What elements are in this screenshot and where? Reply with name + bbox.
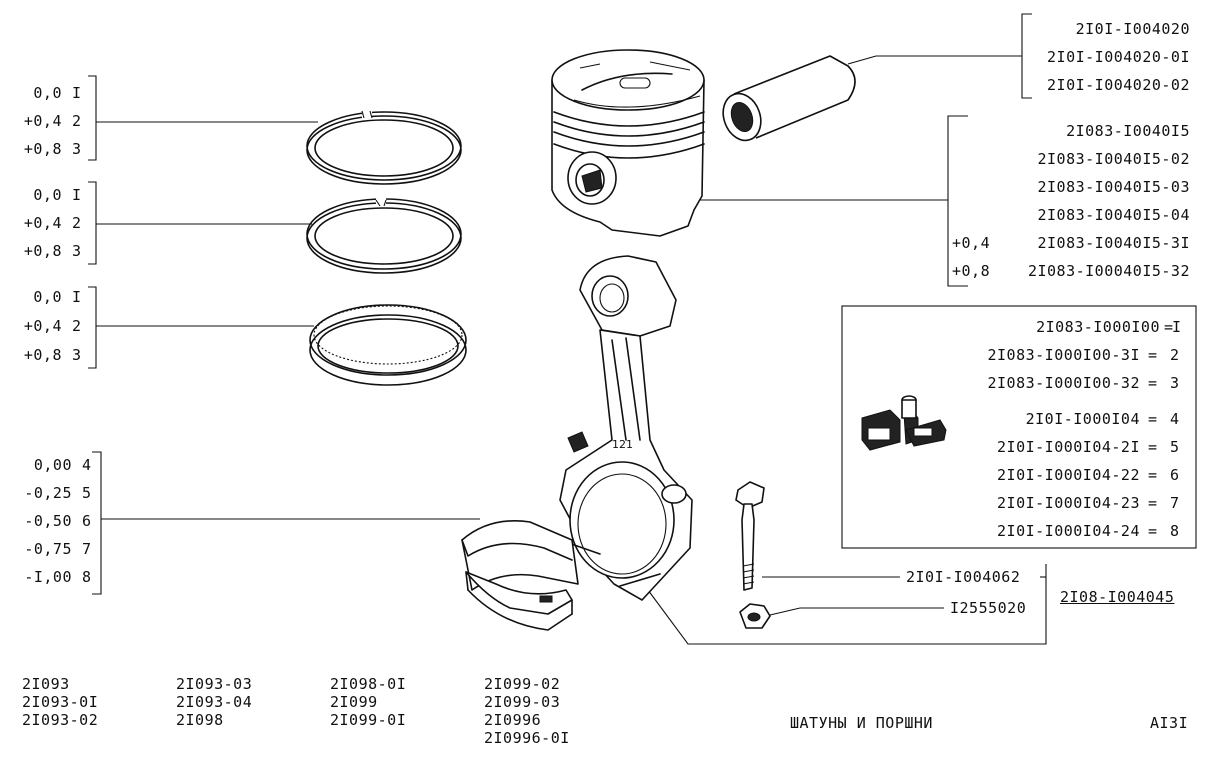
kit-code-1: 2I083-I000I00 — [1036, 318, 1160, 336]
connecting-rod: 121 — [559, 255, 693, 601]
kit-code-4: 2I0I-I000I04 — [1025, 410, 1140, 428]
model-4-1: 2I099-02 — [484, 675, 561, 693]
kit-code-3: 2I083-I000I00-32 — [987, 374, 1140, 392]
model-3-3: 2I099-0I — [330, 711, 407, 729]
model-4-3: 2I0996 — [484, 711, 542, 729]
piston-pin — [722, 55, 856, 142]
piston-oversize-1: +0,4 — [952, 234, 991, 252]
kit-num-7: 7 — [1170, 494, 1180, 512]
ring-1-code-2: 2 — [72, 112, 82, 130]
bearing-code-1: 4 — [82, 456, 92, 474]
piston-part-4: 2I083-I0040I5-04 — [1037, 206, 1190, 224]
ring-1-code-1: I — [72, 84, 82, 102]
model-3-1: 2I098-0I — [330, 675, 407, 693]
ring-3-code-1: I — [72, 288, 82, 306]
bearing-code-4: 7 — [82, 540, 92, 558]
ring-3-code-2: 2 — [72, 317, 82, 335]
pin-part-3: 2I0I-I004020-02 — [1047, 76, 1190, 94]
bearing-shells — [461, 520, 579, 631]
kit-num-6: 6 — [1170, 466, 1180, 484]
connecting-rod-nut — [739, 603, 771, 629]
bearing-code-5: 8 — [82, 568, 92, 586]
bolt-part-number: 2I0I-I004062 — [906, 568, 1021, 586]
model-1-2: 2I093-0I — [22, 693, 99, 711]
pin-part-1: 2I0I-I004020 — [1075, 20, 1190, 38]
kit-code-8: 2I0I-I000I04-24 — [997, 522, 1140, 540]
piston-oversize-2: +0,8 — [952, 262, 991, 280]
piston-part-6: 2I083-I00040I5-32 — [1027, 262, 1190, 280]
kit-num-2: 2 — [1170, 346, 1180, 364]
model-3-2: 2I099 — [330, 693, 378, 711]
kit-code-5: 2I0I-I000I04-2I — [997, 438, 1140, 456]
piston-part-3: 2I083-I0040I5-03 — [1037, 178, 1190, 196]
repair-kit-illustration — [861, 395, 947, 451]
ring-2-size-3: +0,8 — [23, 242, 62, 260]
piston-part-5: 2I083-I0040I5-3I — [1037, 234, 1190, 252]
ring-1-size-2: +0,4 — [23, 112, 62, 130]
bearing-code-3: 6 — [82, 512, 92, 530]
piston-ring-1 — [306, 110, 462, 185]
bearing-size-3: -0,50 — [24, 512, 72, 530]
page-title: ШАТУНЫ И ПОРШНИ — [790, 714, 933, 732]
ring-3-size-1: 0,0 — [33, 288, 62, 306]
kit-num-8: 8 — [1170, 522, 1180, 540]
ring-3-size-3: +0,8 — [23, 346, 62, 364]
bearing-size-5: -I,00 — [24, 568, 72, 586]
piston-part-2: 2I083-I0040I5-02 — [1037, 150, 1190, 168]
bearing-code-2: 5 — [82, 484, 92, 502]
kit-code-7: 2I0I-I000I04-23 — [997, 494, 1140, 512]
nut-part-number: I2555020 — [950, 599, 1027, 617]
ring-2-code-1: I — [72, 186, 82, 204]
piston-ring-3 — [309, 304, 467, 386]
ring-1-code-3: 3 — [72, 140, 82, 158]
rod-part-number: 2I08-I004045 — [1060, 588, 1175, 606]
model-1-3: 2I093-02 — [22, 711, 99, 729]
kit-num-5: 5 — [1170, 438, 1180, 456]
ring-2-code-3: 3 — [72, 242, 82, 260]
kit-num-3: 3 — [1170, 374, 1180, 392]
svg-text:121: 121 — [612, 438, 633, 451]
piston-part-1: 2I083-I0040I5 — [1066, 122, 1190, 140]
leader-lines — [88, 13, 1197, 645]
ring-3-size-2: +0,4 — [23, 317, 62, 335]
ring-2-size-2: +0,4 — [23, 214, 62, 232]
ring-1-size-3: +0,8 — [23, 140, 62, 158]
bearing-size-1: 0,00 — [33, 456, 72, 474]
piston — [551, 49, 705, 237]
model-4-2: 2I099-03 — [484, 693, 561, 711]
page-code: AI3I — [1150, 714, 1189, 732]
piston-ring-2 — [306, 198, 462, 274]
bearing-size-2: -0,25 — [24, 484, 72, 502]
connecting-rod-bolt — [735, 481, 765, 591]
kit-code-2: 2I083-I000I00-3I — [987, 346, 1140, 364]
model-2-1: 2I093-03 — [176, 675, 253, 693]
ring-3-code-3: 3 — [72, 346, 82, 364]
kit-num-1: I — [1172, 318, 1182, 336]
ring-1-size-1: 0,0 — [33, 84, 62, 102]
model-4-4: 2I0996-0I — [484, 729, 570, 747]
model-2-3: 2I098 — [176, 711, 224, 729]
ring-2-size-1: 0,0 — [33, 186, 62, 204]
kit-num-4: 4 — [1170, 410, 1180, 428]
pin-part-2: 2I0I-I004020-0I — [1047, 48, 1190, 66]
kit-code-6: 2I0I-I000I04-22 — [997, 466, 1140, 484]
model-1-1: 2I093 — [22, 675, 70, 693]
ring-2-code-2: 2 — [72, 214, 82, 232]
model-2-2: 2I093-04 — [176, 693, 253, 711]
bearing-size-4: -0,75 — [24, 540, 72, 558]
